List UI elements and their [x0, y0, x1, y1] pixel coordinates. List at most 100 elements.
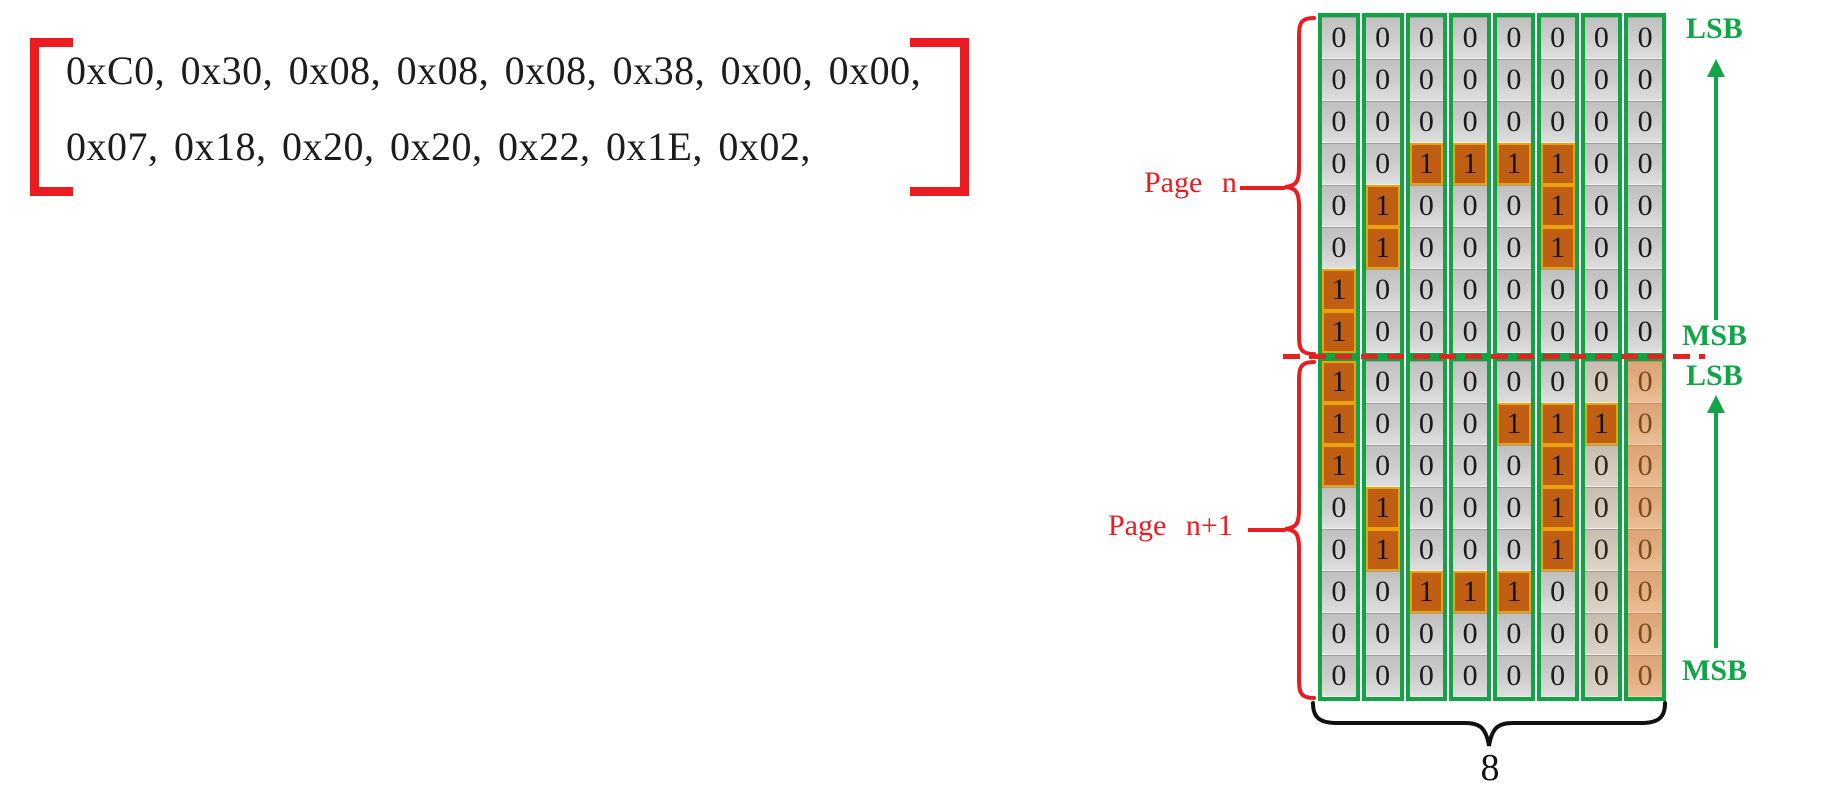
bit-cell: 0 [1497, 227, 1531, 269]
bit-cell: 0 [1453, 185, 1487, 227]
page-n-connector-line [1240, 186, 1285, 190]
bit-cell: 0 [1365, 445, 1400, 487]
bit-cell: 0 [1409, 361, 1444, 403]
bit-cell: 0 [1628, 487, 1662, 529]
bit-cell: 0 [1365, 403, 1400, 445]
lsb-label-page-n: LSB [1686, 12, 1743, 45]
hex-array-line-2: 0x07, 0x18, 0x20, 0x20, 0x22, 0x1E, 0x02… [66, 124, 811, 169]
bit-cell: 0 [1497, 487, 1531, 529]
bit-cell: 1 [1322, 445, 1356, 487]
up-arrow-icon [1707, 59, 1725, 77]
bit-cell: 1 [1409, 143, 1444, 185]
bit-cell: 0 [1584, 361, 1619, 403]
bit-cell: 0 [1365, 655, 1400, 697]
bit-cell: 0 [1584, 143, 1619, 185]
bit-cell: 0 [1365, 613, 1400, 655]
bit-cell: 0 [1628, 185, 1662, 227]
bit-cell: 0 [1453, 101, 1487, 143]
bit-cell: 1 [1322, 269, 1356, 311]
page-boundary-dashed-line [1283, 354, 1705, 359]
bit-cell: 1 [1365, 529, 1400, 571]
bit-cell: 0 [1497, 185, 1531, 227]
bit-cell: 0 [1365, 59, 1400, 101]
page-n-plus-1-label: Page n+1 [1108, 509, 1233, 542]
bit-cell: 0 [1584, 571, 1619, 613]
bit-cell: 0 [1322, 571, 1356, 613]
bit-cell: 0 [1409, 59, 1444, 101]
bit-cell: 1 [1497, 143, 1531, 185]
bit-cell: 1 [1453, 143, 1487, 185]
bit-cell: 0 [1628, 445, 1662, 487]
bit-cell: 0 [1584, 17, 1619, 59]
byte-width-brace [1311, 701, 1667, 747]
bit-cell: 0 [1365, 269, 1400, 311]
bit-cell: 1 [1365, 185, 1400, 227]
bit-cell: 0 [1540, 613, 1575, 655]
bit-cell: 0 [1365, 17, 1400, 59]
page-n-plus-1-connector-line [1248, 528, 1285, 532]
bit-cell: 0 [1497, 311, 1531, 353]
bit-cell: 0 [1322, 487, 1356, 529]
bit-cell: 0 [1453, 487, 1487, 529]
bit-cell: 0 [1497, 101, 1531, 143]
up-arrow-icon [1707, 395, 1725, 413]
bit-cell: 0 [1322, 227, 1356, 269]
bit-cell: 0 [1453, 403, 1487, 445]
bit-cell: 0 [1409, 227, 1444, 269]
page-n-plus-1-brace [1284, 360, 1316, 700]
bit-cell: 1 [1540, 185, 1575, 227]
bit-cell: 0 [1540, 101, 1575, 143]
msb-label-page-n-plus-1: MSB [1682, 654, 1748, 687]
bit-cell: 1 [1365, 487, 1400, 529]
bit-cell: 0 [1584, 445, 1619, 487]
bit-cell: 0 [1497, 17, 1531, 59]
bit-cell: 0 [1584, 101, 1619, 143]
bit-cell: 0 [1409, 403, 1444, 445]
bit-cell: 0 [1409, 529, 1444, 571]
bit-cell: 0 [1628, 311, 1662, 353]
page-n-label: Page n [1144, 166, 1237, 199]
bit-cell: 0 [1497, 269, 1531, 311]
bit-cell: 0 [1322, 655, 1356, 697]
bit-cell: 0 [1497, 445, 1531, 487]
bit-cell: 0 [1628, 613, 1662, 655]
bit-cell: 1 [1540, 403, 1575, 445]
bit-cell: 0 [1584, 269, 1619, 311]
bit-cell: 0 [1322, 613, 1356, 655]
bit-cell: 0 [1540, 17, 1575, 59]
bit-cell: 0 [1409, 311, 1444, 353]
bit-cell: 0 [1453, 17, 1487, 59]
bit-cell: 0 [1409, 613, 1444, 655]
bit-cell: 0 [1628, 59, 1662, 101]
bit-cell: 0 [1584, 529, 1619, 571]
bit-cell: 1 [1540, 445, 1575, 487]
bit-cell: 1 [1409, 571, 1444, 613]
bit-cell: 0 [1584, 655, 1619, 697]
bit-cell: 0 [1409, 101, 1444, 143]
bit-cell: 0 [1628, 143, 1662, 185]
bit-cell: 1 [1365, 227, 1400, 269]
bit-cell: 1 [1540, 227, 1575, 269]
bit-cell: 0 [1453, 445, 1487, 487]
byte-width-label: 8 [1480, 747, 1500, 789]
bit-cell: 0 [1497, 59, 1531, 101]
bit-cell: 0 [1453, 529, 1487, 571]
bit-cell: 1 [1540, 143, 1575, 185]
bit-cell: 0 [1322, 529, 1356, 571]
bit-cell: 0 [1365, 361, 1400, 403]
bit-cell: 0 [1453, 613, 1487, 655]
